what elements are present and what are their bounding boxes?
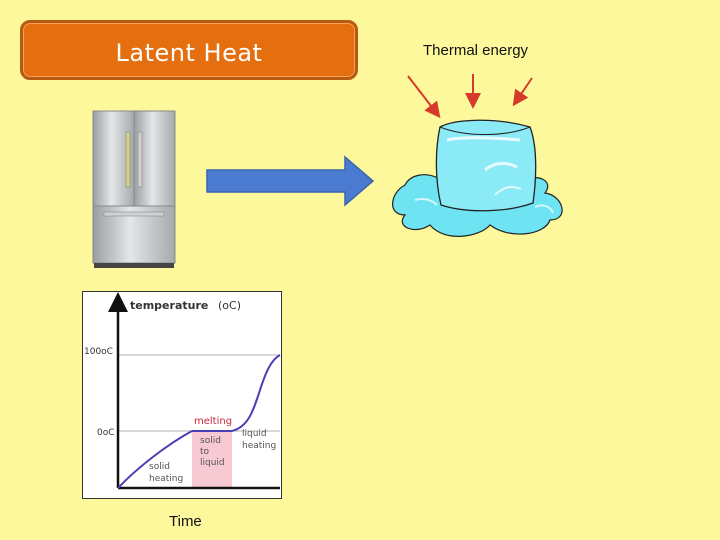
tick-0: 0oC [97,428,115,438]
solid-to-liquid-1: solid [200,436,221,446]
solid-heating-2: heating [149,474,183,484]
graph-ylabel: temperature [130,299,208,312]
solid-heating-1: solid [149,462,170,472]
liquid-heating-1: liquid [242,429,267,439]
liquid-heating-2: heating [242,441,276,451]
heat-arrow-left [407,75,441,119]
heating-curve [117,354,281,489]
heat-arrow-right [512,77,533,107]
time-label: Time [169,513,202,530]
title-box: Latent Heat [20,20,358,80]
melting-label: melting [194,416,232,427]
solid-to-liquid-3: liquid [200,458,225,468]
slide-title: Latent Heat [115,39,263,67]
temperature-graph: temperature (oC) 100oC 0oC melting solid… [82,291,282,499]
refrigerator-image [92,110,176,268]
tick-100: 100oC [84,347,113,357]
graph-yunit: (oC) [218,299,241,312]
solid-to-liquid-2: to [200,447,210,457]
heat-arrows [407,74,533,119]
melting-ice-image [392,119,563,237]
right-arrow-icon [206,155,375,207]
thermal-energy-label: Thermal energy [423,42,529,59]
melting-band [192,431,232,488]
